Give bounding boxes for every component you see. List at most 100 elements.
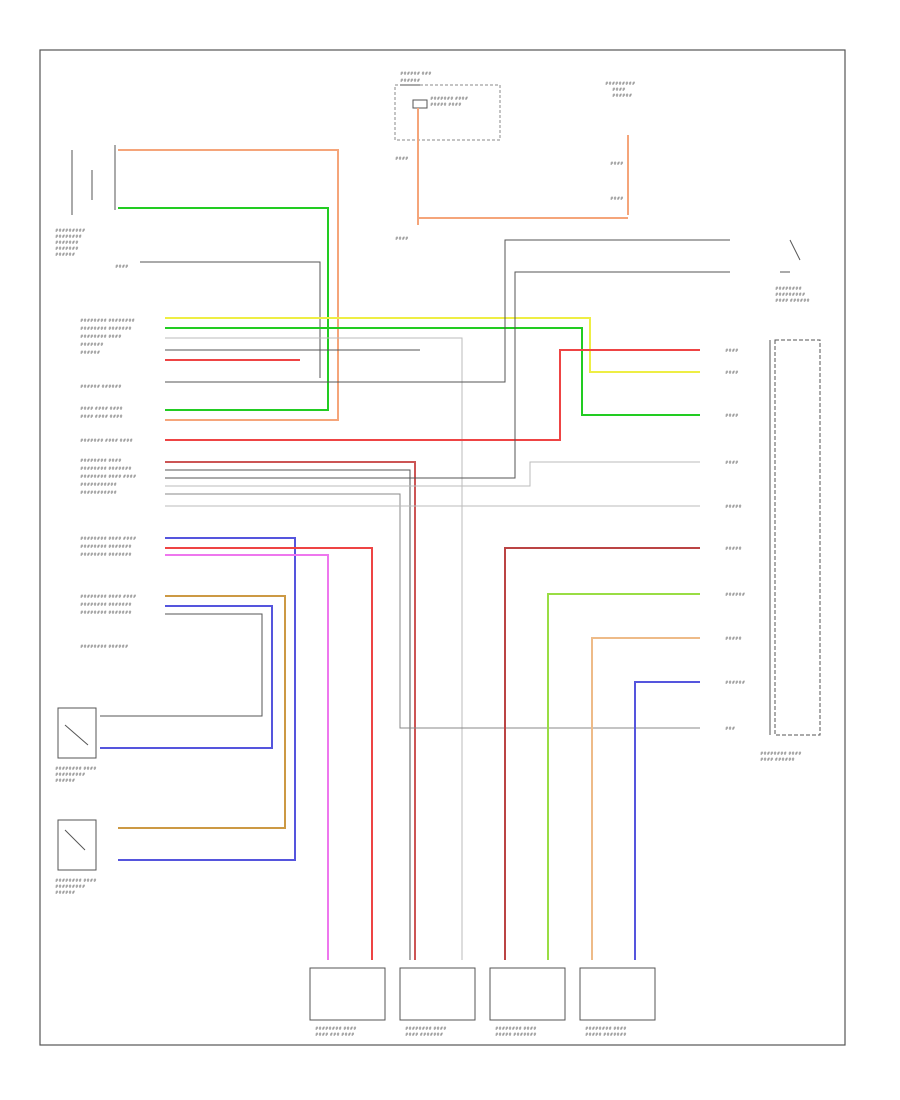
- motor-3: ######## #### ##### #######: [489, 967, 566, 1037]
- svg-text:######: ######: [55, 890, 76, 895]
- svg-text:######## #### ####: ######## #### ####: [80, 536, 137, 541]
- wire-dark-gray-3: [165, 271, 730, 479]
- svg-text:######: ######: [80, 350, 101, 355]
- svg-text:####### #### ####: ####### #### ####: [80, 438, 133, 443]
- svg-text:###### ###: ###### ###: [400, 71, 432, 76]
- wire-red-2: [165, 461, 416, 960]
- wire-brown: [504, 547, 700, 960]
- svg-text:#########: #########: [55, 772, 86, 777]
- svg-text:####: ####: [395, 156, 409, 161]
- passenger-seat-control: ######### #### ###### #### ####: [418, 81, 636, 219]
- svg-text:######## ####: ######## ####: [760, 751, 802, 756]
- wire-gray-6: [100, 613, 263, 717]
- svg-text:####: ####: [395, 236, 409, 241]
- svg-text:######## ####: ######## ####: [405, 1026, 447, 1031]
- svg-text:#########: #########: [775, 292, 806, 297]
- svg-text:###: ###: [725, 726, 736, 731]
- svg-text:######## #######: ######## #######: [80, 544, 132, 549]
- svg-text:####: ####: [725, 413, 739, 418]
- svg-text:#####: #####: [725, 546, 742, 551]
- svg-text:##### ####: ##### ####: [430, 102, 462, 107]
- svg-text:######## #######: ######## #######: [80, 466, 132, 471]
- wire-red-long: [165, 349, 700, 441]
- wire-ground: [140, 261, 321, 378]
- svg-text:#########: #########: [55, 228, 86, 233]
- wire-green-top: [118, 207, 329, 411]
- wire-dark-gray-2: [165, 239, 730, 383]
- svg-text:#### #### ####: #### #### ####: [80, 406, 123, 411]
- svg-text:########: ########: [775, 286, 802, 291]
- svg-text:######## ####: ######## ####: [80, 334, 122, 339]
- wire-blue-1: [118, 537, 296, 861]
- svg-text:######## ########: ######## ########: [80, 318, 136, 323]
- svg-text:#######: #######: [55, 240, 79, 245]
- svg-text:####: ####: [725, 370, 739, 375]
- svg-text:#### #### ####: #### #### ####: [80, 414, 123, 419]
- svg-text:##### #######: ##### #######: [495, 1032, 537, 1037]
- wire-orange-top: [118, 149, 339, 421]
- svg-text:#### ######: #### ######: [760, 757, 795, 762]
- svg-text:#### ### ####: #### ### ####: [315, 1032, 355, 1037]
- seat-switch-module: ######## #### #### ######: [760, 339, 821, 762]
- svg-text:######: ######: [400, 78, 421, 83]
- svg-text:######## ####: ######## ####: [55, 766, 97, 771]
- svg-text:####: ####: [725, 460, 739, 465]
- svg-text:######## #######: ######## #######: [80, 552, 132, 557]
- svg-text:######## ####: ######## ####: [495, 1026, 537, 1031]
- switch-upper: ######## #### ######### ######: [55, 707, 97, 783]
- svg-text:#### ######: #### ######: [775, 298, 810, 303]
- svg-text:######## #######: ######## #######: [80, 602, 132, 607]
- diagram-frame: [39, 49, 846, 1046]
- svg-text:#########: #########: [605, 81, 636, 86]
- wire-pink: [165, 554, 329, 960]
- svg-text:######## ####: ######## ####: [80, 458, 122, 463]
- svg-text:######## ####: ######## ####: [315, 1026, 357, 1031]
- svg-text:#### #######: #### #######: [405, 1032, 444, 1037]
- motor-1: ######## #### #### ### ####: [309, 967, 386, 1037]
- svg-text:###########: ###########: [80, 482, 118, 487]
- svg-text:######## ######: ######## ######: [80, 644, 129, 649]
- svg-text:######: ######: [725, 592, 746, 597]
- passenger-seatbelt-switch: ######### ######## ####### ####### #####…: [55, 145, 116, 257]
- motor-2: ######## #### #### #######: [399, 967, 476, 1037]
- svg-text:######: ######: [612, 93, 633, 98]
- svg-text:####### ####: ####### ####: [430, 96, 469, 101]
- svg-text:####: ####: [610, 196, 624, 201]
- wire-green-mid: [165, 327, 700, 416]
- switch-lower: ######## #### ######### ######: [55, 819, 97, 895]
- wire-yellow: [165, 317, 700, 373]
- svg-text:######## #######: ######## #######: [80, 326, 132, 331]
- svg-text:#######: #######: [80, 342, 104, 347]
- svg-text:#########: #########: [55, 884, 86, 889]
- seat-control-module: ######## ######## ######## ####### #####…: [80, 318, 137, 649]
- svg-text:######## ####: ######## ####: [585, 1026, 627, 1031]
- svg-text:######## #### ####: ######## #### ####: [80, 594, 137, 599]
- wire-blue-3: [634, 681, 700, 960]
- svg-text:#######: #######: [55, 246, 79, 251]
- wire-gray-3: [165, 461, 700, 487]
- svg-text:#####: #####: [725, 636, 742, 641]
- svg-text:######: ######: [55, 778, 76, 783]
- wire-gray-4: [165, 493, 700, 729]
- svg-text:####: ####: [115, 264, 129, 269]
- svg-text:######## #######: ######## #######: [80, 610, 132, 615]
- wire-blue-2: [100, 605, 273, 749]
- svg-text:######## ####: ######## ####: [55, 878, 97, 883]
- svg-text:######## #### ####: ######## #### ####: [80, 474, 137, 479]
- svg-text:###### ######: ###### ######: [80, 384, 122, 389]
- wire-light-green: [547, 593, 700, 960]
- wire-peach: [591, 637, 700, 960]
- svg-text:#####: #####: [725, 504, 742, 509]
- svg-text:####: ####: [610, 161, 624, 166]
- motor-4: ######## #### ##### #######: [579, 967, 656, 1037]
- svg-text:######: ######: [55, 252, 76, 257]
- fuse-junction-block: ###### ### ###### ####### #### ##### ###…: [394, 71, 501, 225]
- wire-red-3: [165, 547, 373, 960]
- svg-text:####: ####: [725, 348, 739, 353]
- svg-text:######: ######: [725, 680, 746, 685]
- svg-text:########: ########: [55, 234, 82, 239]
- wire-gray-2: [165, 469, 411, 960]
- svg-text:####: ####: [612, 87, 626, 92]
- wire-gray-1: [165, 337, 463, 960]
